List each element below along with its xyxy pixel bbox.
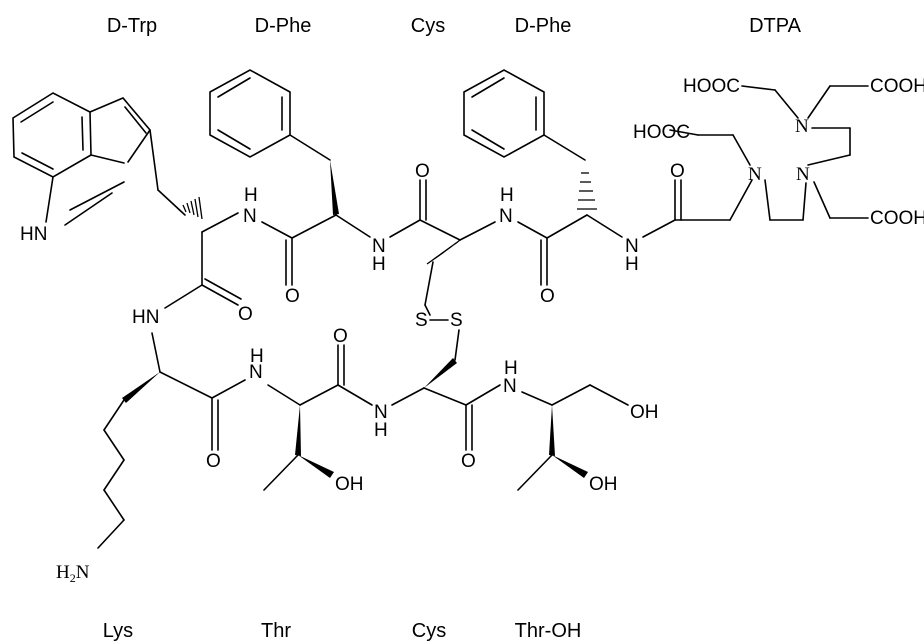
atom-hooc-2: HOOC — [683, 76, 740, 97]
atom-s-2: S — [450, 310, 463, 331]
atom-n-dtpa-1: N — [748, 164, 762, 185]
atom-n-cys2-nh: N — [503, 376, 517, 397]
atom-o-lys: O — [206, 451, 221, 472]
atom-h-cys1-nh: H — [500, 185, 514, 206]
phenyl-ring-2 — [463, 69, 545, 158]
phenyl-ring-1 — [209, 69, 291, 158]
atom-o-cys1: O — [415, 161, 430, 182]
hash-trp — [182, 196, 203, 220]
label-cys-1: Cys — [411, 15, 445, 37]
atom-cooh-3: COOH — [870, 208, 924, 229]
atom-n-cys1-nh: N — [499, 206, 513, 227]
hash-phe2 — [577, 172, 597, 210]
atom-o-phe2: O — [540, 286, 555, 307]
label-cys-2: Cys — [412, 620, 446, 642]
atom-oh-thr: OH — [335, 474, 364, 495]
atom-h-cys2-nh: H — [504, 358, 518, 379]
atom-n-thr-nh: N — [374, 402, 388, 423]
atom-n-phe1-nh: N — [372, 236, 386, 257]
atom-h-phe2-nh: H — [625, 254, 639, 275]
atom-o-thr: O — [333, 326, 348, 347]
label-dtpa: DTPA — [749, 15, 802, 37]
atom-n-dtpa-3: N — [795, 116, 809, 137]
indole-ring — [12, 92, 152, 211]
atom-o-cys2: O — [461, 451, 476, 472]
atom-cooh-4: COOH — [870, 76, 924, 97]
atom-o-trp: O — [238, 304, 253, 325]
atom-hn-lys: HN — [132, 307, 159, 328]
atom-oh-throh-term: OH — [630, 402, 659, 423]
label-d-phe-1: D-Phe — [255, 15, 312, 37]
atom-s-1: S — [415, 310, 428, 331]
atom-hooc-1: HOOC — [633, 122, 690, 143]
atom-n-phe2-nh: N — [625, 236, 639, 257]
atom-h-trp-nh: H — [244, 185, 258, 206]
atom-n-lys-nh: N — [249, 362, 263, 383]
label-d-phe-2: D-Phe — [515, 15, 572, 37]
atom-o-dtpa: O — [670, 161, 685, 182]
atom-o-phe1: O — [285, 286, 300, 307]
label-d-trp: D-Trp — [107, 15, 157, 37]
atom-hn-indole: HN — [20, 224, 47, 245]
label-lys: Lys — [103, 620, 133, 642]
atom-h-phe1-nh: H — [372, 254, 386, 275]
atom-h-lys-nh: H — [250, 346, 264, 367]
atom-n-dtpa-2: N — [796, 164, 810, 185]
atom-h2n-lys: H2N — [56, 562, 90, 585]
atom-n-trp-nh: N — [243, 206, 257, 227]
atom-oh-throh-side: OH — [589, 474, 618, 495]
hash-cys1 — [426, 239, 461, 265]
atom-h-thr-nh: H — [374, 420, 388, 441]
label-thr: Thr — [261, 620, 291, 642]
label-thr-oh: Thr-OH — [515, 620, 582, 642]
